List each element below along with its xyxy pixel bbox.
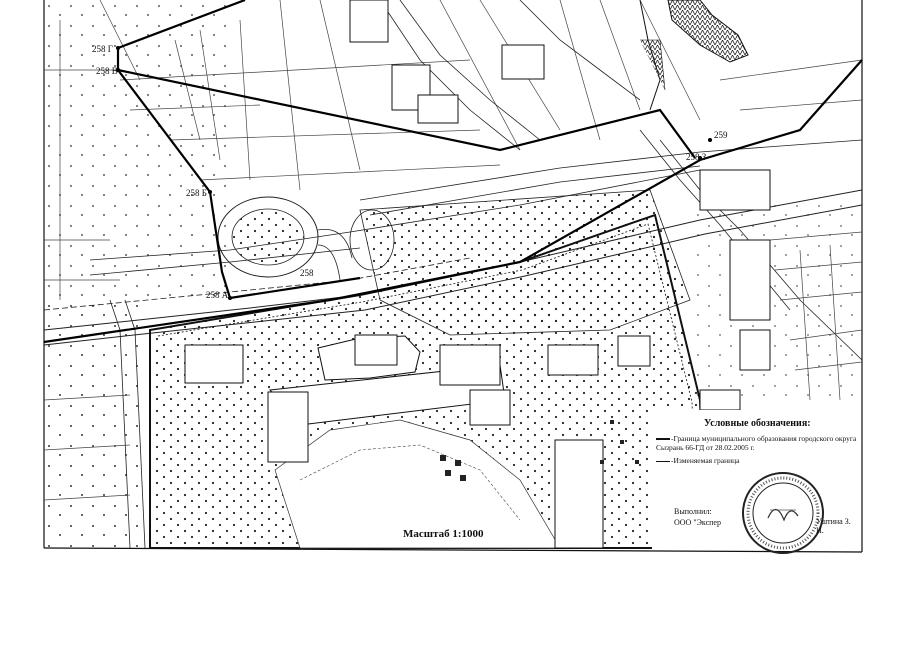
- legend-item-municipal-boundary: -Граница муниципального образования горо…: [656, 434, 860, 452]
- legend-item-label: -Граница муниципального образования горо…: [656, 434, 857, 452]
- parcels-east: [43, 59, 863, 501]
- parcel-lines: [44, 0, 701, 300]
- point-label-258g: 258 Г: [92, 44, 113, 54]
- small-structures: [440, 420, 639, 481]
- point-label-259: 259: [714, 130, 728, 140]
- point-label-258v: 258 В: [96, 66, 118, 76]
- vacant-ground: [44, 0, 862, 548]
- legend-panel: Условные обозначения: -Граница муниципал…: [652, 410, 860, 554]
- yard: [274, 419, 561, 549]
- executor-name: Уштина З. И.: [816, 517, 851, 535]
- point-label-258: 258: [300, 268, 314, 278]
- roundabout: [217, 196, 395, 281]
- seal-stamp-icon: [742, 472, 824, 554]
- buildings: [184, 0, 771, 549]
- legend-swatch-thick: [656, 438, 670, 441]
- legend-item-label: -Изменяемая граница: [671, 456, 740, 465]
- legend-title: Условные обозначения:: [704, 418, 811, 429]
- point-label-258b: 258 Б: [186, 188, 207, 198]
- scale-label: Масштаб 1:1000: [400, 528, 487, 540]
- executor-block: Выполнил: ООО "Экспер: [674, 506, 721, 528]
- executor-org: ООО "Экспер: [674, 518, 721, 527]
- point-label-258z: 258 З: [686, 152, 707, 162]
- legend-swatch-thin: [656, 460, 670, 462]
- boundary-points: [116, 46, 712, 300]
- legend-item-changed-boundary: -Изменяемая граница: [656, 456, 860, 465]
- executed-label: Выполнил:: [674, 507, 712, 516]
- point-label-258a: 258 А: [206, 290, 229, 300]
- ravine: [639, 0, 749, 111]
